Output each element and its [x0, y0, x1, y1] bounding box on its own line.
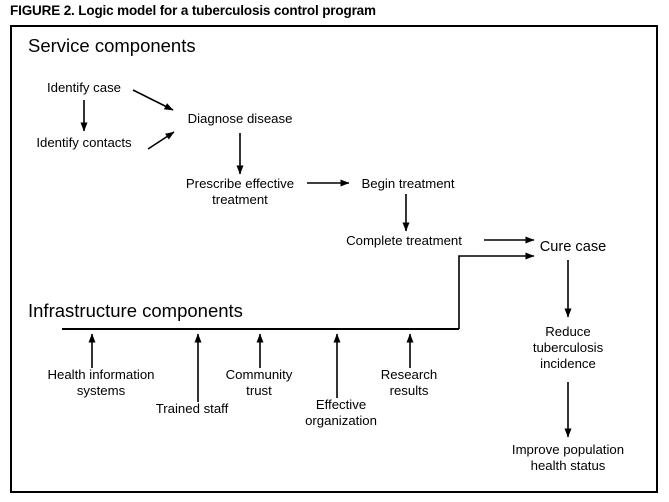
figure-caption: FIGURE 2. Logic model for a tuberculosis…: [10, 3, 376, 18]
diagram-frame-border: [10, 25, 658, 493]
